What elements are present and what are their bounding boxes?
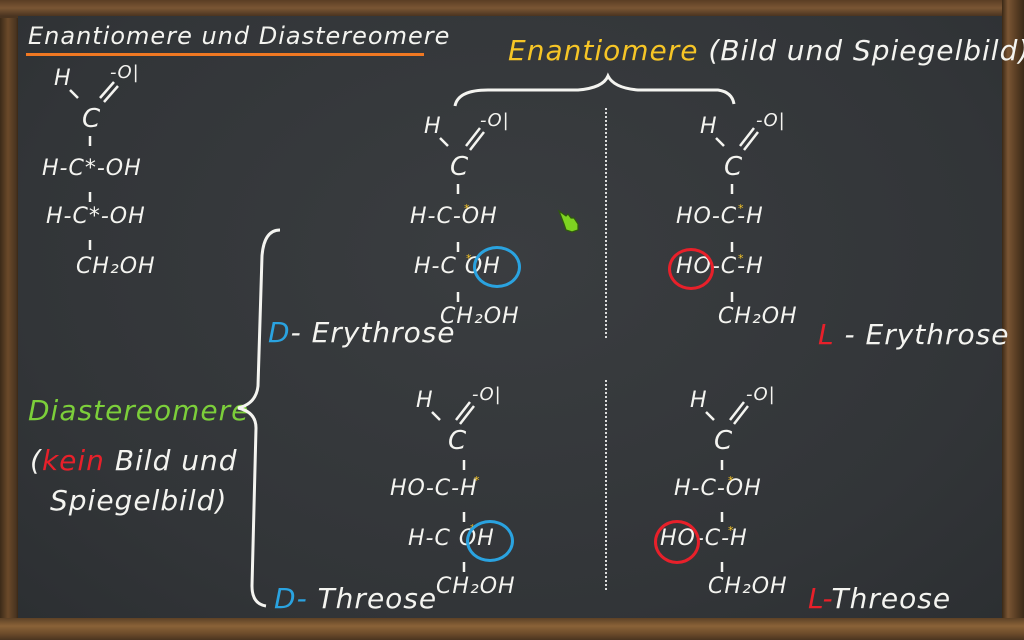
stereocenter-mark: * [466,252,472,265]
stereocenter-mark: * [474,474,480,487]
braces-layer [237,72,736,608]
l-erythrose-label: L - Erythrose [818,318,1010,351]
stereocenter-mark: * [464,202,470,215]
enantiomer-brace [453,72,736,107]
enantiomer-subheading: (Bild und Spiegelbild) [708,34,1024,67]
chalkboard-frame-top [0,0,1024,18]
l-ho-highlight-circle [654,520,700,564]
d-threose-label: D- Threose [274,582,438,615]
stereocenter-mark: * [738,252,744,265]
l-threose-label: L-Threose [808,582,952,615]
enantiomer-heading-group: Enantiomere (Bild und Spiegelbild) [508,34,1024,67]
diastereomer-heading: Diastereomere [28,394,250,427]
diastereomer-subheading-line1: (kein Bild und [30,444,238,477]
d-oh-highlight-circle [473,246,521,288]
stereocenter-mark: * [728,524,734,537]
d-oh-highlight-circle [466,520,514,562]
stereocenter-mark: * [738,202,744,215]
diastereomer-subheading-line2: Spiegelbild) [50,484,228,517]
title-underline [26,53,424,56]
chalkboard-frame-right [1002,0,1024,640]
stereocenter-mark: * [728,474,734,487]
enantiomer-heading: Enantiomere [508,34,699,67]
l-ho-highlight-circle [668,248,714,290]
kein-word: kein [41,444,105,477]
mirror-line-top [605,108,607,338]
diastereomer-brace [237,228,281,608]
mirror-line-bottom [605,380,607,590]
board-title: Enantiomere und Diastereomere [28,22,451,50]
d-erythrose-label: D- Erythrose [268,316,456,349]
chalkboard-frame-bottom [0,618,1024,640]
chalkboard: Enantiomere und Diastereomere Enantiomer… [18,16,1024,618]
hand-pointer-icon [556,208,582,238]
